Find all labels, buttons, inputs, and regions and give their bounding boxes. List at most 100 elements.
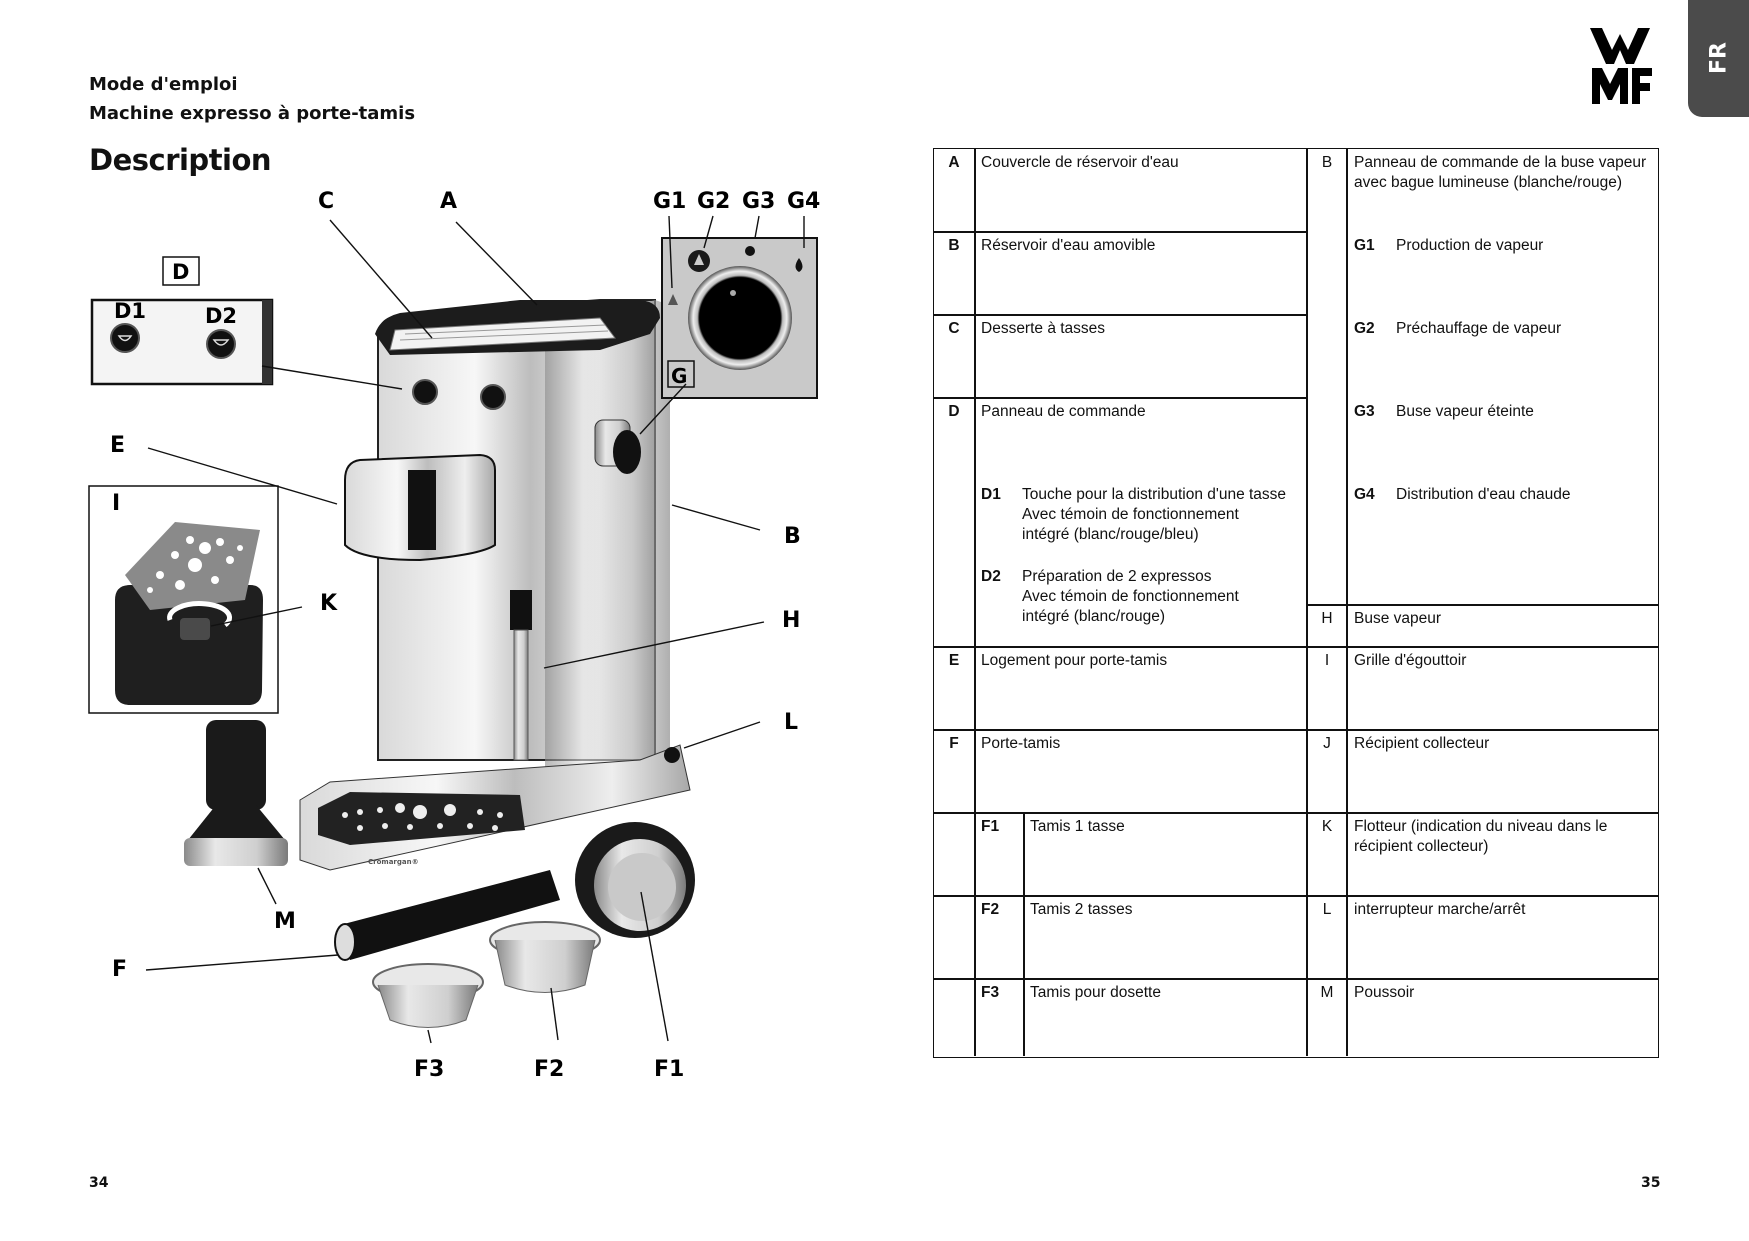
legend-key: E bbox=[948, 652, 960, 669]
legend-line: Panneau de commande de la buse vapeur bbox=[1354, 154, 1647, 171]
legend-text: Buse vapeur bbox=[1354, 610, 1442, 627]
label-M: M bbox=[274, 909, 296, 934]
control-panel-sublist: D1 Touche pour la distribution d'une tas… bbox=[981, 485, 1306, 627]
sub-code: G1 bbox=[1354, 237, 1375, 254]
legend-text: Tamis 2 tasses bbox=[1030, 901, 1133, 918]
section-title: Description bbox=[89, 143, 272, 177]
sub-item-d2: D2 Préparation de 2 expressos Avec témoi… bbox=[981, 567, 1306, 627]
single-cup-button bbox=[412, 379, 438, 405]
callout-labels: C A G1 G2 G3 G4 D D1 D2 G E I B K H L M … bbox=[110, 189, 820, 1082]
language-tab: FR bbox=[1688, 0, 1749, 117]
legend-key: F2 bbox=[981, 901, 1000, 918]
legend-text: Grille d'égouttoir bbox=[1354, 652, 1467, 669]
legend-line: récipient collecteur) bbox=[1354, 838, 1489, 855]
document-type: Mode d'emploi bbox=[89, 74, 238, 95]
sub-line: Avec témoin de fonctionnement bbox=[1022, 506, 1239, 523]
legend-key: F1 bbox=[981, 818, 1000, 835]
sieve-pod bbox=[372, 963, 484, 1028]
sub-item-g1: G1 Production de vapeur bbox=[1354, 236, 1654, 256]
legend-key: D bbox=[948, 403, 960, 420]
wmf-logo-icon bbox=[1590, 28, 1652, 104]
sub-text: Préchauffage de vapeur bbox=[1396, 320, 1562, 337]
legend-text: Poussoir bbox=[1354, 984, 1415, 1001]
sub-line: Avec témoin de fonctionnement bbox=[1022, 588, 1239, 605]
label-K: K bbox=[320, 591, 338, 616]
legend-text: Réservoir d'eau amovible bbox=[981, 237, 1156, 254]
sub-line: Touche pour la distribution d'une tasse bbox=[1022, 486, 1287, 503]
label-E: E bbox=[110, 433, 125, 458]
label-I: I bbox=[112, 491, 120, 516]
sub-text: Buse vapeur éteinte bbox=[1396, 403, 1534, 420]
tamper bbox=[184, 720, 288, 866]
sub-text: Production de vapeur bbox=[1396, 237, 1544, 254]
double-cup-button bbox=[480, 384, 506, 410]
legend-text: Tamis pour dosette bbox=[1030, 984, 1161, 1001]
legend-line: Flotteur (indication du niveau dans le bbox=[1354, 818, 1608, 835]
sub-text: Distribution d'eau chaude bbox=[1396, 486, 1571, 503]
label-F1: F1 bbox=[654, 1057, 684, 1082]
page-number-left: 34 bbox=[89, 1175, 109, 1191]
label-G2: G2 bbox=[697, 189, 730, 214]
legend-text: Tamis 1 tasse bbox=[1030, 818, 1125, 835]
sub-code: D1 bbox=[981, 486, 1001, 503]
label-H: H bbox=[782, 608, 800, 633]
legend-text: Porte-tamis bbox=[981, 735, 1061, 752]
label-F: F bbox=[112, 957, 127, 982]
legend-text: Panneau de commande de la buse vapeur av… bbox=[1354, 153, 1654, 193]
sub-item-g2: G2 Préchauffage de vapeur bbox=[1354, 319, 1654, 339]
label-G4: G4 bbox=[787, 189, 820, 214]
legend-text: Flotteur (indication du niveau dans le r… bbox=[1354, 817, 1654, 857]
sub-code: G2 bbox=[1354, 320, 1375, 337]
sieve-double bbox=[489, 921, 601, 993]
leader-lines bbox=[145, 215, 805, 1044]
steam-off-icon bbox=[745, 246, 755, 256]
espresso-machine-diagram: Cromargan® bbox=[88, 189, 820, 1082]
control-panel-inset bbox=[90, 256, 274, 386]
legend-key: L bbox=[1322, 901, 1332, 918]
sub-item-d1: D1 Touche pour la distribution d'une tas… bbox=[981, 485, 1306, 545]
legend-text: Logement pour porte-tamis bbox=[981, 652, 1168, 669]
label-G: G bbox=[671, 364, 687, 388]
product-name: Machine expresso à porte-tamis bbox=[89, 103, 416, 124]
language-code: FR bbox=[1706, 42, 1731, 74]
sub-line: Préparation de 2 expressos bbox=[1022, 568, 1212, 585]
sub-line: intégré (blanc/rouge) bbox=[1022, 608, 1166, 625]
legend-key: B bbox=[948, 237, 960, 254]
label-C: C bbox=[318, 189, 334, 214]
label-D2: D2 bbox=[205, 304, 237, 328]
legend-key: B bbox=[1321, 154, 1333, 171]
label-D1: D1 bbox=[114, 299, 146, 323]
legend-key: I bbox=[1324, 652, 1330, 669]
legend-key: A bbox=[948, 154, 960, 171]
legend-line: avec bague lumineuse (blanche/rouge) bbox=[1354, 174, 1622, 191]
legend-text: Desserte à tasses bbox=[981, 320, 1106, 337]
legend-text: interrupteur marche/arrêt bbox=[1354, 901, 1526, 918]
label-F3: F3 bbox=[414, 1057, 444, 1082]
legend-text: Panneau de commande bbox=[981, 403, 1146, 420]
legend-text: Récipient collecteur bbox=[1354, 735, 1490, 752]
sub-code: D2 bbox=[981, 568, 1001, 585]
label-G3: G3 bbox=[742, 189, 775, 214]
legend-text: Couvercle de réservoir d'eau bbox=[981, 154, 1179, 171]
power-switch bbox=[664, 747, 680, 763]
legend-key: H bbox=[1321, 610, 1333, 627]
legend-key: K bbox=[1321, 818, 1333, 835]
page-number-right: 35 bbox=[1641, 1175, 1661, 1191]
label-A: A bbox=[440, 189, 457, 214]
legend-key: M bbox=[1320, 984, 1334, 1001]
legend-key: F3 bbox=[981, 984, 1000, 1001]
label-F2: F2 bbox=[534, 1057, 564, 1082]
drip-tray-inset bbox=[88, 485, 279, 714]
legend-key: J bbox=[1323, 735, 1331, 752]
label-L: L bbox=[784, 710, 798, 735]
hot-water-drop-icon bbox=[795, 258, 803, 272]
label-D: D bbox=[172, 260, 189, 284]
legend-key: C bbox=[948, 320, 960, 337]
portafilter bbox=[334, 822, 695, 961]
label-G1: G1 bbox=[653, 189, 686, 214]
sub-code: G3 bbox=[1354, 403, 1375, 420]
steam-production-icon bbox=[668, 294, 678, 305]
parts-legend-table: A Couvercle de réservoir d'eau B Réservo… bbox=[933, 148, 1659, 1058]
wmf-logo bbox=[1590, 28, 1658, 106]
